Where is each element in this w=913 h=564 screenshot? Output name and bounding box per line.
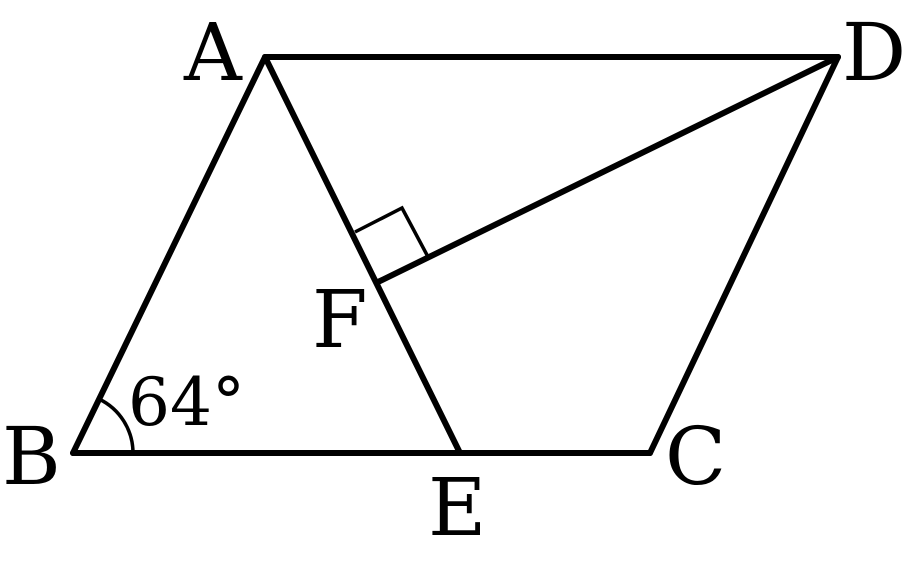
segment-ae <box>262 54 463 456</box>
label-c: C <box>665 410 726 503</box>
angle-arc-b <box>98 397 135 454</box>
label-a: A <box>183 6 243 99</box>
angle-label-b: 64° <box>128 364 245 441</box>
label-d: D <box>842 6 906 99</box>
label-f: F <box>312 273 368 366</box>
label-e: E <box>428 461 486 554</box>
label-b: B <box>2 410 61 503</box>
right-angle-marker <box>354 205 429 256</box>
segment-cd <box>647 54 841 456</box>
segment-ab <box>70 54 268 456</box>
segment-df <box>375 54 841 285</box>
